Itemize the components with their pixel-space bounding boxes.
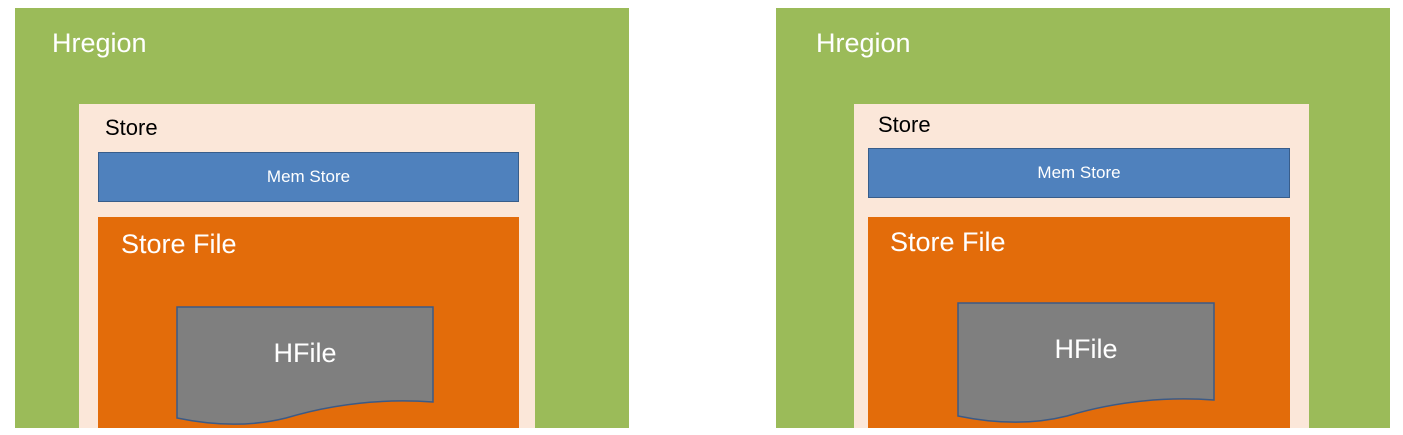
hfile-document-shape: HFile — [957, 302, 1215, 424]
hfile-label: HFile — [273, 338, 337, 368]
hfile-document-shape: HFile — [176, 306, 434, 428]
document-shape-icon — [957, 302, 1215, 423]
store-label: Store — [878, 112, 931, 137]
storefile-label: Store File — [890, 227, 1006, 257]
hregion-label: Hregion — [816, 28, 911, 58]
store-label: Store — [105, 115, 158, 140]
memstore-box: Mem Store — [868, 148, 1290, 198]
document-shape-icon — [176, 306, 434, 425]
memstore-box: Mem Store — [98, 152, 519, 202]
hregion-label: Hregion — [52, 28, 147, 58]
hregion-box-left: Hregion Store Mem Store Store File HFile — [15, 8, 629, 428]
store-box: Store Mem Store Store File HFile — [79, 104, 535, 428]
memstore-label: Mem Store — [1037, 163, 1121, 182]
storefile-box: Store File HFile — [868, 217, 1290, 428]
storefile-label: Store File — [121, 229, 237, 259]
store-box: Store Mem Store Store File HFile — [854, 104, 1309, 428]
hregion-box-right: Hregion Store Mem Store Store File HFile — [776, 8, 1390, 428]
hfile-label: HFile — [1054, 334, 1118, 364]
storefile-box: Store File HFile — [98, 217, 519, 428]
memstore-label: Mem Store — [266, 167, 351, 186]
